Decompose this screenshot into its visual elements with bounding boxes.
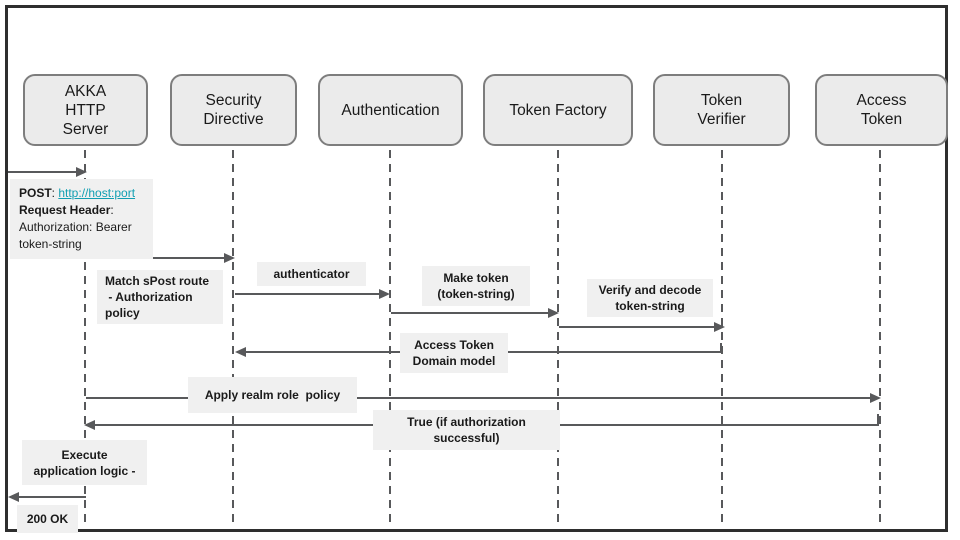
actor-authentication: Authentication xyxy=(318,74,463,146)
arrow-authenticator xyxy=(235,289,390,299)
request-header-label: Request Header xyxy=(19,203,111,217)
actor-access-token: Access Token xyxy=(815,74,948,146)
actor-akka-http-server: AKKA HTTP Server xyxy=(23,74,148,146)
arrowhead-right-icon xyxy=(870,393,881,403)
arrowhead-right-icon xyxy=(224,253,235,263)
post-method-sep: : xyxy=(51,186,59,200)
label-authenticator: authenticator xyxy=(257,262,366,286)
actor-token-factory: Token Factory xyxy=(483,74,633,146)
label-verify-decode: Verify and decode token-string xyxy=(587,279,713,317)
lifeline-security-directive xyxy=(232,150,234,524)
arrow-match-route xyxy=(86,253,235,263)
label-true-return: True (if authorization successful) xyxy=(373,410,560,450)
arrow-make-token xyxy=(391,308,559,318)
label-make-token: Make token (token-string) xyxy=(422,266,530,306)
arrowhead-left-icon xyxy=(84,420,95,430)
arrowhead-right-icon xyxy=(714,322,725,332)
arrow-verify-decode xyxy=(559,322,725,332)
arrowhead-right-icon xyxy=(379,289,390,299)
arrow-true-return-notch xyxy=(877,414,879,425)
post-method-label: POST xyxy=(19,186,52,200)
arrow-200-ok xyxy=(8,492,86,502)
host-port-link[interactable]: http://host:port xyxy=(58,186,136,200)
label-access-token-domain: Access Token Domain model xyxy=(400,333,508,373)
label-apply-realm-policy: Apply realm role policy xyxy=(188,377,357,413)
arrowhead-left-icon xyxy=(8,492,19,502)
arrow-access-token-return-notch xyxy=(720,343,722,352)
arrow-post-request xyxy=(8,167,87,177)
authorization-text: Authorization: Bearer token-string xyxy=(19,220,132,251)
actor-security-directive: Security Directive xyxy=(170,74,297,146)
label-execute-logic: Execute application logic - xyxy=(22,440,147,485)
lifeline-token-verifier xyxy=(721,150,723,524)
note-post-request: POST: http://host:port Request Header: A… xyxy=(10,179,153,259)
request-header-sep: : xyxy=(110,203,114,217)
diagram-frame xyxy=(5,5,948,532)
lifeline-token-factory xyxy=(557,150,559,524)
lifeline-access-token xyxy=(879,150,881,524)
lifeline-akka-http-server xyxy=(84,150,86,524)
lifeline-authentication xyxy=(389,150,391,524)
arrowhead-right-icon xyxy=(548,308,559,318)
arrowhead-left-icon xyxy=(235,347,246,357)
label-match-route: Match sPost route - Authorization policy xyxy=(97,270,223,324)
actor-token-verifier: Token Verifier xyxy=(653,74,790,146)
arrowhead-right-icon xyxy=(76,167,87,177)
label-200-ok: 200 OK xyxy=(17,505,78,533)
arrow-apply-realm-policy xyxy=(86,393,881,403)
